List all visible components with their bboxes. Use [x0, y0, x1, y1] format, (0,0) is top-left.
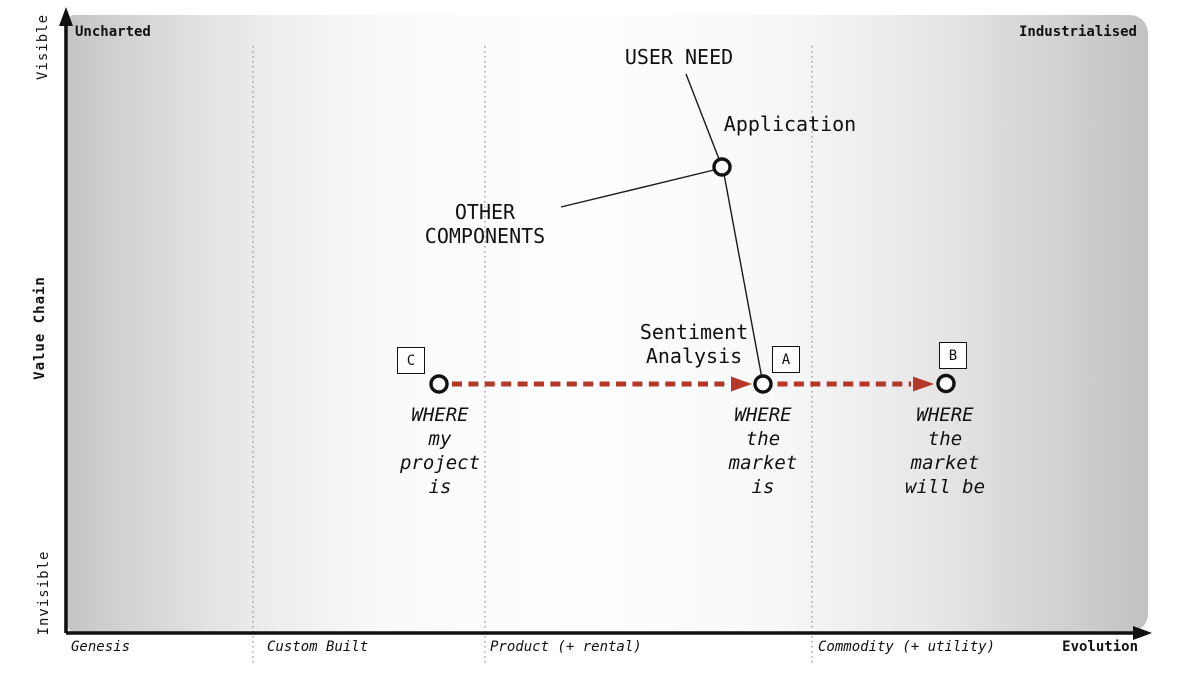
application-label: Application	[723, 112, 857, 136]
connector-application-sentiment	[723, 173, 763, 377]
caption-where-the-market-is: WHERE the market is	[728, 404, 798, 498]
y-axis-title: Value Chain	[32, 276, 48, 380]
stage-label-product: Product (+ rental)	[490, 639, 642, 655]
other-components-label: OTHER COMPONENTS	[424, 200, 546, 248]
caption-where-my-project-is: WHERE my project is	[399, 404, 481, 498]
stage-label-custom-built: Custom Built	[267, 639, 369, 655]
node-position-a	[753, 374, 773, 394]
x-axis-title: Evolution	[1062, 639, 1138, 655]
marker-box-a: A	[772, 346, 800, 373]
stage-label-commodity: Commodity (+ utility)	[818, 639, 996, 655]
map-background	[68, 15, 1148, 632]
stage-label-genesis: Genesis	[71, 639, 131, 655]
node-position-c	[429, 374, 449, 394]
node-position-b	[936, 373, 956, 394]
sentiment-analysis-label: Sentiment Analysis	[639, 320, 749, 368]
y-axis-arrow-icon	[59, 7, 73, 26]
y-axis-visible-label: Visible	[35, 13, 51, 81]
uncharted-label: Uncharted	[75, 24, 151, 40]
node-application	[712, 157, 732, 177]
x-axis-arrow-icon	[1133, 626, 1152, 640]
movement-arrowhead-a-icon	[731, 376, 752, 392]
movement-arrowhead-b-icon	[913, 376, 934, 392]
marker-box-b: B	[939, 342, 967, 369]
connector-other-components-application	[560, 169, 715, 208]
user-need-label: USER NEED	[624, 45, 734, 69]
caption-where-the-market-will-be: WHERE the market will be	[904, 404, 986, 498]
connector-user-need-application	[685, 73, 720, 160]
industrialised-label: Industrialised	[1018, 24, 1137, 40]
marker-box-c: C	[397, 347, 425, 374]
y-axis-invisible-label: Invisible	[36, 550, 52, 636]
